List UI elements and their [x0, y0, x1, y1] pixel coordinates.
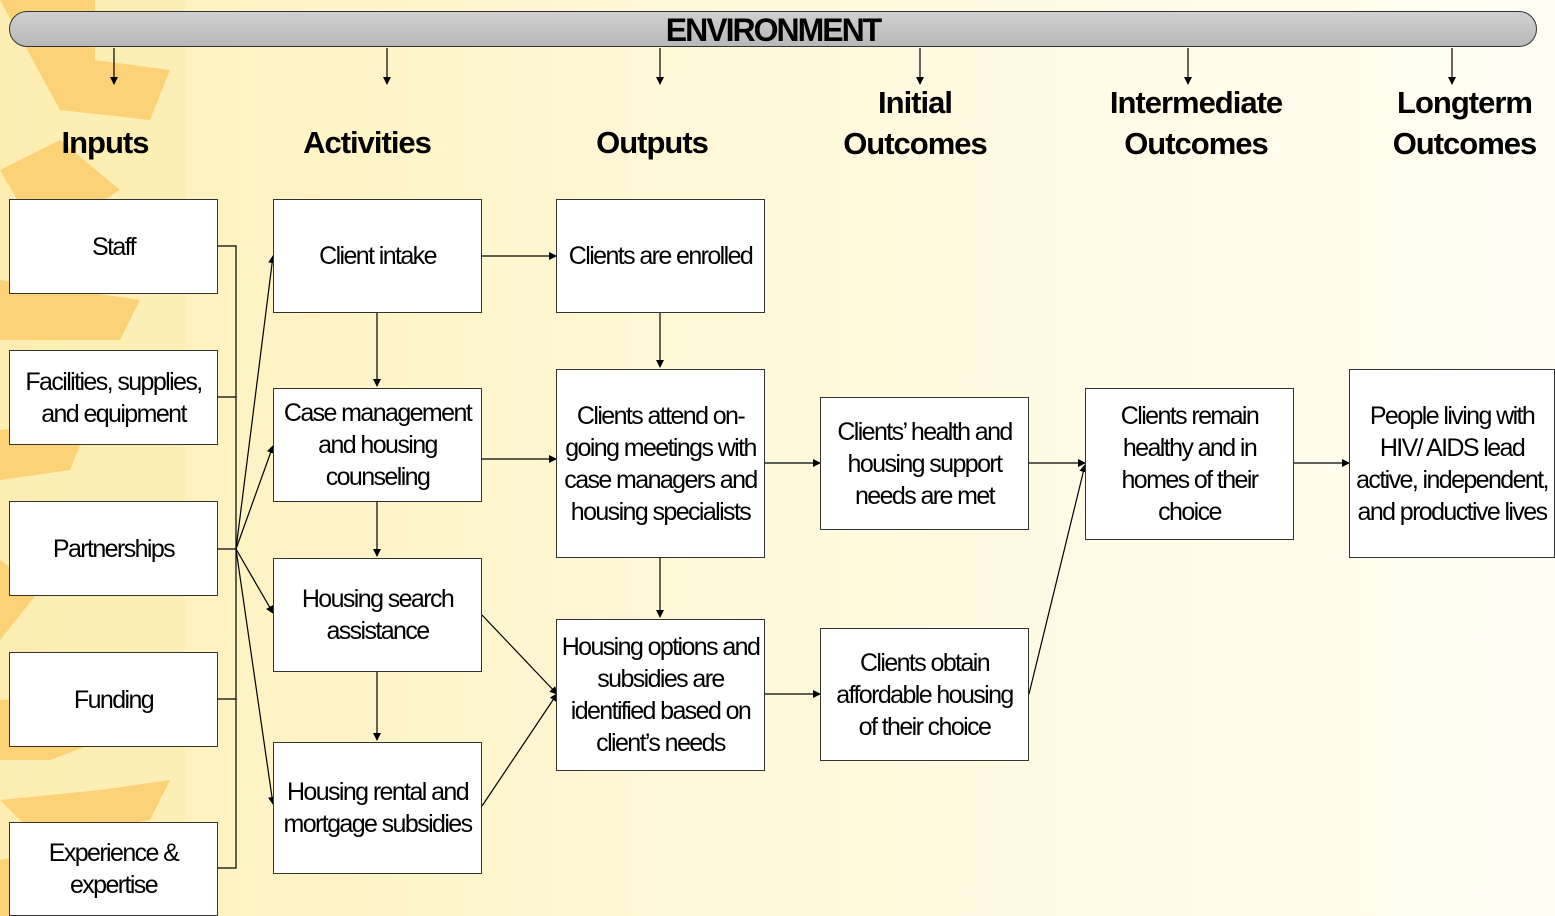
header-outputs: Outputs — [596, 125, 709, 160]
activity-housing-rental: Housing rental and mortgage subsidies — [273, 742, 482, 874]
initial-outcome-affordable-housing: Clients obtain affordable housing of the… — [820, 628, 1029, 761]
header-activities: Activities — [303, 125, 432, 160]
intermediate-outcome-remain-healthy: Clients remain healthy and in homes of t… — [1085, 388, 1294, 540]
output-enrolled: Clients are enrolled — [556, 199, 765, 313]
longterm-outcome-productive-lives: People living with HIV/ AIDS lead active… — [1349, 369, 1555, 558]
environment-title: ENVIRONMENT — [665, 12, 882, 48]
header-initial-outcomes: Initial Outcomes — [843, 85, 988, 161]
activity-case-management: Case management and housing counseling — [273, 388, 482, 502]
environment-banner: ENVIRONMENT — [9, 11, 1537, 47]
initial-outcome-needs-met: Clients’ health and housing support need… — [820, 397, 1029, 530]
input-partnerships: Partnerships — [9, 501, 218, 596]
input-funding: Funding — [9, 652, 218, 747]
input-staff: Staff — [9, 199, 218, 294]
activity-client-intake: Client intake — [273, 199, 482, 313]
output-housing-options: Housing options and subsidies are identi… — [556, 619, 765, 771]
input-facilities: Facilities, supplies, and equipment — [9, 350, 218, 445]
header-inputs: Inputs — [61, 125, 150, 160]
output-meetings: Clients attend on-going meetings with ca… — [556, 369, 765, 558]
activity-housing-search: Housing search assistance — [273, 558, 482, 672]
header-intermediate-outcomes: Intermediate Outcomes — [1109, 85, 1283, 161]
input-experience: Experience & expertise — [9, 822, 218, 916]
header-longterm-outcomes: Longterm Outcomes — [1392, 85, 1538, 161]
